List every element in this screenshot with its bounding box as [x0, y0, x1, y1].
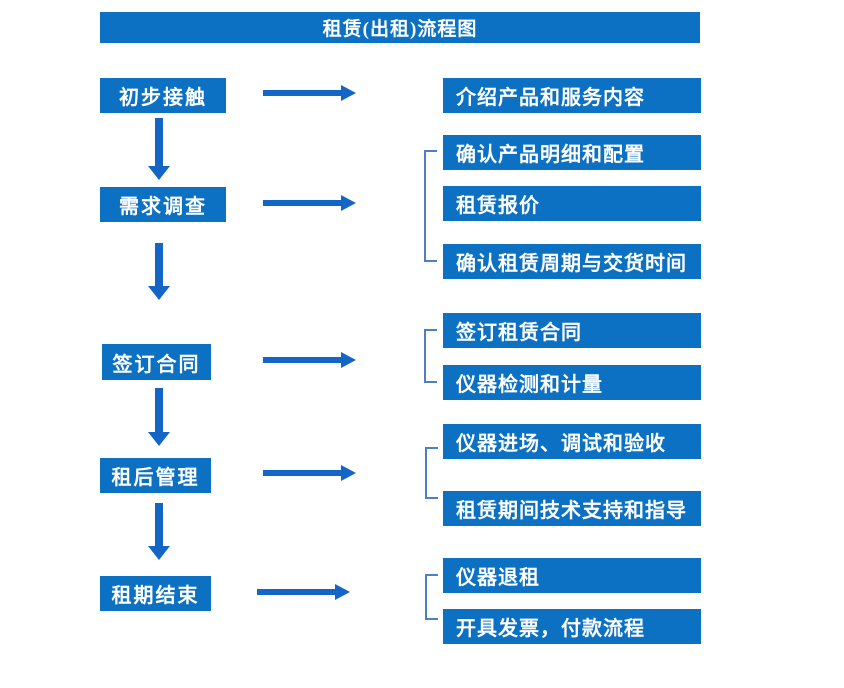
arrow-head: [341, 352, 356, 368]
step-label: 租期结束: [111, 585, 200, 607]
arrow-head: [148, 546, 170, 560]
detail-label: 仪器退租: [456, 567, 540, 589]
page-title: 租赁(出租)流程图: [322, 19, 478, 40]
arrow-head: [148, 166, 170, 180]
arrow-stem: [155, 243, 163, 286]
detail-label: 签订租赁合同: [456, 322, 582, 344]
step-label: 租后管理: [111, 467, 200, 489]
step-box-initial-contact: 初步接触: [100, 78, 226, 113]
step-label: 初步接触: [119, 87, 207, 109]
step-label: 签订合同: [112, 353, 201, 376]
right-arrow-icon: [263, 85, 356, 101]
group-bracket: [424, 329, 437, 383]
arrow-head: [341, 195, 356, 211]
arrow-stem: [263, 357, 342, 363]
title-bar: 租赁(出租)流程图: [100, 12, 700, 43]
detail-label: 开具发票，付款流程: [456, 618, 645, 640]
arrow-head: [148, 432, 170, 446]
arrow-stem: [155, 118, 163, 166]
detail-label: 仪器进场、调试和验收: [456, 433, 666, 455]
arrow-head: [341, 85, 356, 101]
arrow-stem: [257, 589, 336, 595]
step-label: 需求调查: [119, 196, 207, 218]
detail-box-rental-quotation: 租赁报价: [443, 186, 701, 221]
arrow-stem: [263, 90, 342, 96]
step-box-sign-contract: 签订合同: [102, 344, 211, 380]
detail-box-confirm-product-config: 确认产品明细和配置: [443, 135, 701, 170]
detail-box-instrument-testing: 仪器检测和计量: [443, 365, 701, 400]
detail-box-invoice-payment: 开具发票，付款流程: [443, 609, 701, 644]
detail-label: 仪器检测和计量: [456, 374, 603, 396]
right-arrow-icon: [257, 584, 350, 600]
detail-label: 介绍产品和服务内容: [456, 87, 645, 109]
group-bracket: [425, 574, 438, 620]
arrow-head: [341, 465, 356, 481]
arrow-head: [148, 286, 170, 300]
down-arrow-icon: [148, 503, 170, 560]
detail-box-sign-rental-contract: 签订租赁合同: [443, 313, 701, 348]
right-arrow-icon: [263, 195, 356, 211]
detail-box-instrument-entry-acceptance: 仪器进场、调试和验收: [443, 424, 701, 459]
step-box-demand-survey: 需求调查: [100, 187, 226, 222]
detail-box-technical-support: 租赁期间技术支持和指导: [443, 491, 701, 526]
detail-box-confirm-rental-period: 确认租赁周期与交货时间: [443, 244, 701, 279]
group-bracket: [425, 447, 438, 499]
detail-box-instrument-return: 仪器退租: [443, 558, 701, 593]
arrow-stem: [155, 388, 163, 432]
arrow-stem: [263, 200, 342, 206]
detail-label: 确认租赁周期与交货时间: [456, 253, 687, 275]
arrow-head: [335, 584, 350, 600]
down-arrow-icon: [148, 388, 170, 446]
detail-box-introduce-products: 介绍产品和服务内容: [443, 78, 701, 113]
step-box-post-rental-management: 租后管理: [100, 458, 211, 493]
right-arrow-icon: [263, 465, 356, 481]
arrow-stem: [155, 503, 163, 546]
right-arrow-icon: [263, 352, 356, 368]
step-box-rental-end: 租期结束: [100, 576, 211, 611]
detail-label: 租赁期间技术支持和指导: [456, 500, 687, 522]
group-bracket: [424, 150, 437, 262]
detail-label: 租赁报价: [456, 195, 540, 217]
down-arrow-icon: [148, 243, 170, 300]
down-arrow-icon: [148, 118, 170, 180]
detail-label: 确认产品明细和配置: [456, 144, 645, 166]
arrow-stem: [263, 470, 342, 476]
